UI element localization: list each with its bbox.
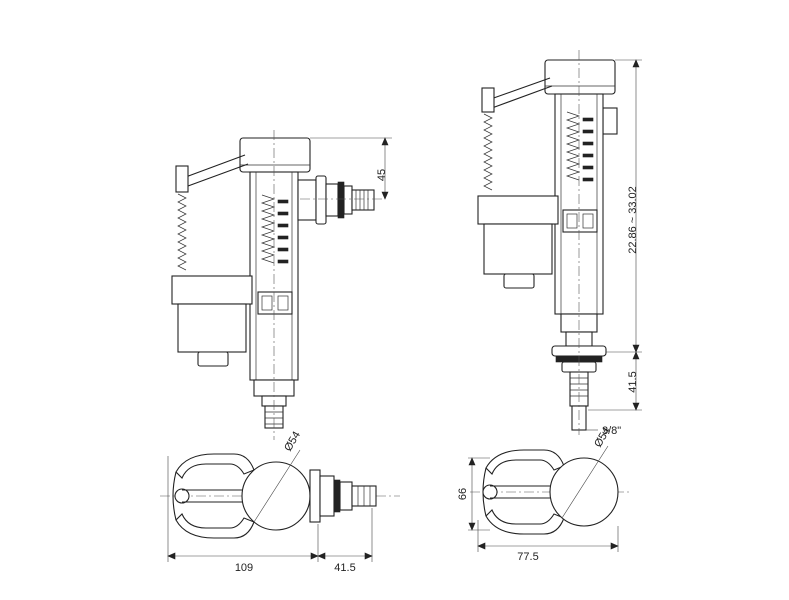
thread-size-label: 3/8"	[602, 425, 621, 437]
dim-66-label: 66	[457, 488, 469, 500]
left-valve-side-view	[171, 130, 392, 440]
dim-41-5-right-label: 41.5	[627, 371, 639, 392]
dim-45-label: 45	[376, 169, 388, 181]
dim-77-5-label: 77.5	[517, 551, 538, 563]
dim-109-label: 109	[235, 562, 253, 574]
dim-41-5-left-label: 41.5	[334, 562, 355, 574]
right-plan-view	[468, 445, 630, 552]
diameter-left-label: Ø54	[282, 429, 303, 453]
right-valve-side-view	[477, 50, 642, 435]
left-plan-view	[160, 449, 400, 562]
dim-range-label: 22.86 ~ 33.02	[627, 186, 639, 254]
